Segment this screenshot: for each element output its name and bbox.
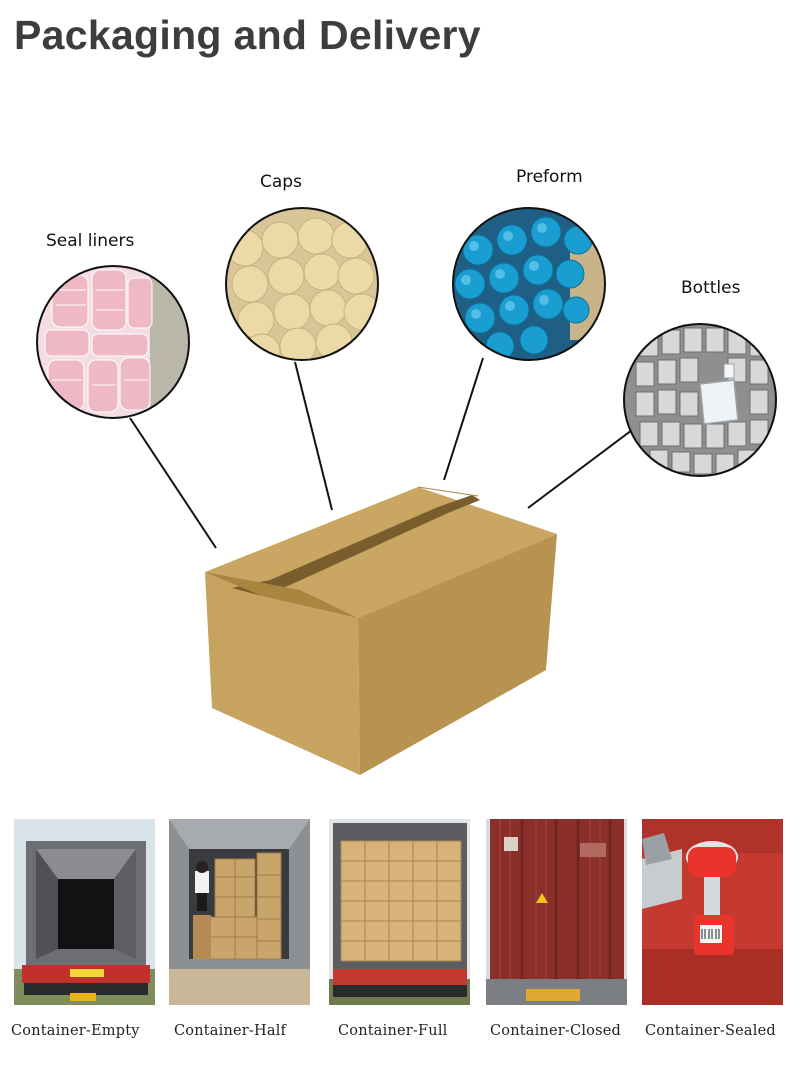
container-empty-photo-icon	[14, 819, 155, 1005]
container-full-photo-icon	[329, 819, 470, 1005]
connector-lines	[129, 357, 637, 549]
container-sealed-photo-icon	[642, 819, 783, 1005]
label-bottles: Bottles	[681, 278, 741, 298]
cardboard-box-icon	[205, 486, 557, 775]
preform-photo-icon	[453, 208, 605, 360]
connector-caps	[294, 361, 333, 511]
caption-container-closed: Container-Closed	[490, 1023, 621, 1039]
label-seal-liners: Seal liners	[46, 231, 135, 251]
caps-photo-icon	[226, 208, 378, 360]
container-closed-photo-icon	[486, 819, 627, 1005]
packaging-diagram	[36, 207, 777, 775]
page-title: Packaging and Delivery	[14, 12, 481, 58]
container-half-photo-icon	[169, 819, 310, 1005]
caption-container-half: Container-Half	[174, 1023, 287, 1039]
connector-preform	[443, 357, 484, 481]
caption-container-full: Container-Full	[338, 1023, 448, 1039]
label-preform: Preform	[516, 167, 583, 187]
caption-container-empty: Container-Empty	[11, 1023, 140, 1039]
caption-container-sealed: Container-Sealed	[645, 1023, 776, 1039]
label-caps: Caps	[260, 172, 302, 192]
bottles-photo-icon	[624, 324, 776, 476]
connector-seal-liners	[129, 417, 217, 549]
connector-bottles	[527, 426, 637, 509]
